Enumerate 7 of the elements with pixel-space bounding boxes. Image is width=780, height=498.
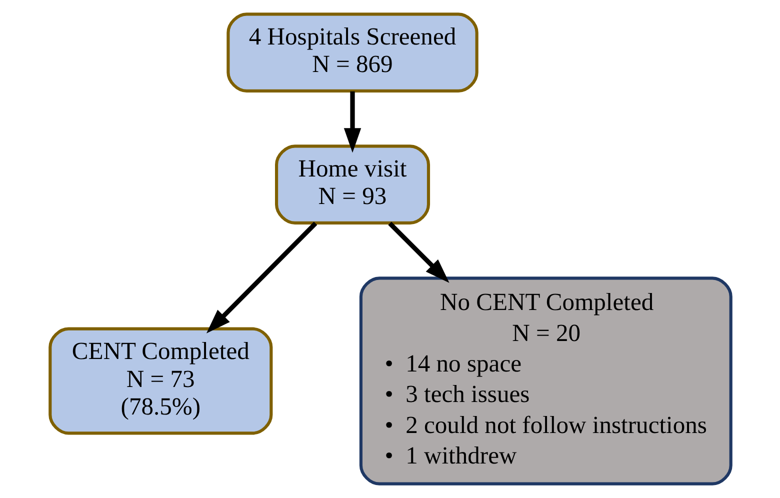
- arrow: [343, 91, 361, 153]
- arrow: [388, 222, 449, 283]
- arrow: [206, 222, 317, 334]
- node-box: CENT Completed N = 73 (78.5%): [48, 327, 272, 435]
- node-box: 4 Hospitals Screened N = 869: [226, 12, 478, 92]
- node-box: Home visit N = 93: [274, 144, 430, 224]
- node-box: No CENT Completed N = 20 • 14 no space • 3 tech issues • 2 could not follow instructions • 1 withdrew: [358, 276, 732, 486]
